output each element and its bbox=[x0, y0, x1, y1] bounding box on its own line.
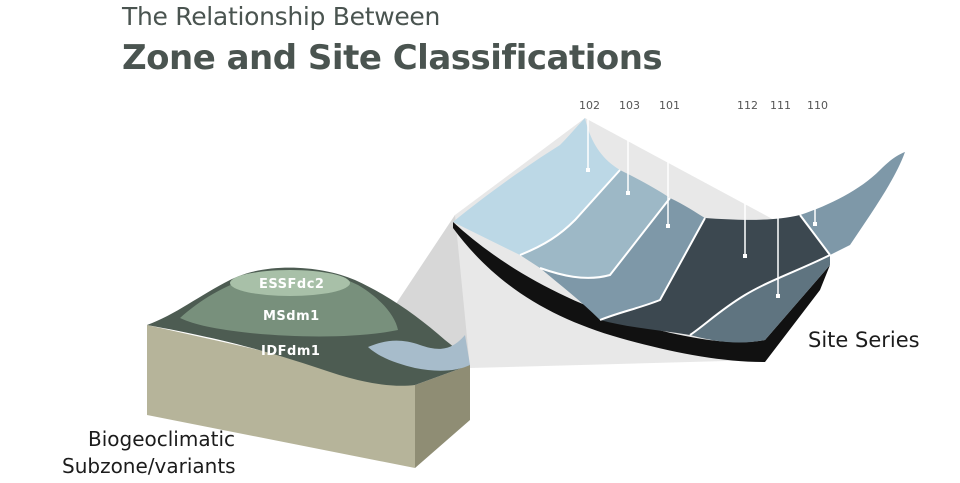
divider-5 bbox=[799, 214, 831, 256]
valley-slice bbox=[368, 335, 470, 371]
zone-label-essfdc2: ESSFdc2 bbox=[259, 277, 324, 292]
code-111: 111 bbox=[770, 99, 791, 112]
code-103: 103 bbox=[619, 99, 640, 112]
code-110: 110 bbox=[807, 99, 828, 112]
divider-4 bbox=[689, 254, 831, 336]
marker-101 bbox=[666, 224, 670, 228]
terrain-block: ESSFdc2 MSdm1 IDFdm1 bbox=[147, 267, 470, 468]
divider-3 bbox=[599, 217, 706, 321]
divider-2 bbox=[539, 197, 671, 279]
band-112 bbox=[600, 215, 830, 335]
code-101: 101 bbox=[659, 99, 680, 112]
site-series-markers bbox=[586, 168, 817, 298]
band-102 bbox=[453, 118, 620, 255]
title-line-1: The Relationship Between bbox=[122, 2, 441, 31]
band-110 bbox=[800, 152, 905, 255]
site-series-surface bbox=[453, 118, 905, 362]
title-line-2: Zone and Site Classifications bbox=[122, 38, 663, 78]
zone-label-msdm1: MSdm1 bbox=[263, 309, 320, 324]
marker-103 bbox=[626, 191, 630, 195]
block-caption-line-1: Biogeoclimatic bbox=[88, 427, 235, 451]
marker-110 bbox=[813, 222, 817, 226]
band-103 bbox=[520, 170, 670, 278]
marker-102 bbox=[586, 168, 590, 172]
zone-essfdc2 bbox=[230, 270, 350, 296]
site-series-leaders bbox=[587, 114, 816, 296]
zone-label-idfdm1: IDFdm1 bbox=[261, 344, 320, 359]
divider-1 bbox=[519, 169, 621, 256]
block-front-face bbox=[147, 325, 415, 468]
code-112: 112 bbox=[737, 99, 758, 112]
block-side-face bbox=[415, 365, 470, 468]
surface-edge bbox=[453, 222, 830, 362]
marker-112 bbox=[743, 254, 747, 258]
site-series-codes: 102 103 101 112 111 110 bbox=[579, 99, 828, 112]
site-series-caption: Site Series bbox=[808, 328, 920, 352]
marker-111 bbox=[776, 294, 780, 298]
band-111 bbox=[690, 255, 830, 343]
block-caption-line-2: Subzone/variants bbox=[62, 454, 236, 478]
code-102: 102 bbox=[579, 99, 600, 112]
